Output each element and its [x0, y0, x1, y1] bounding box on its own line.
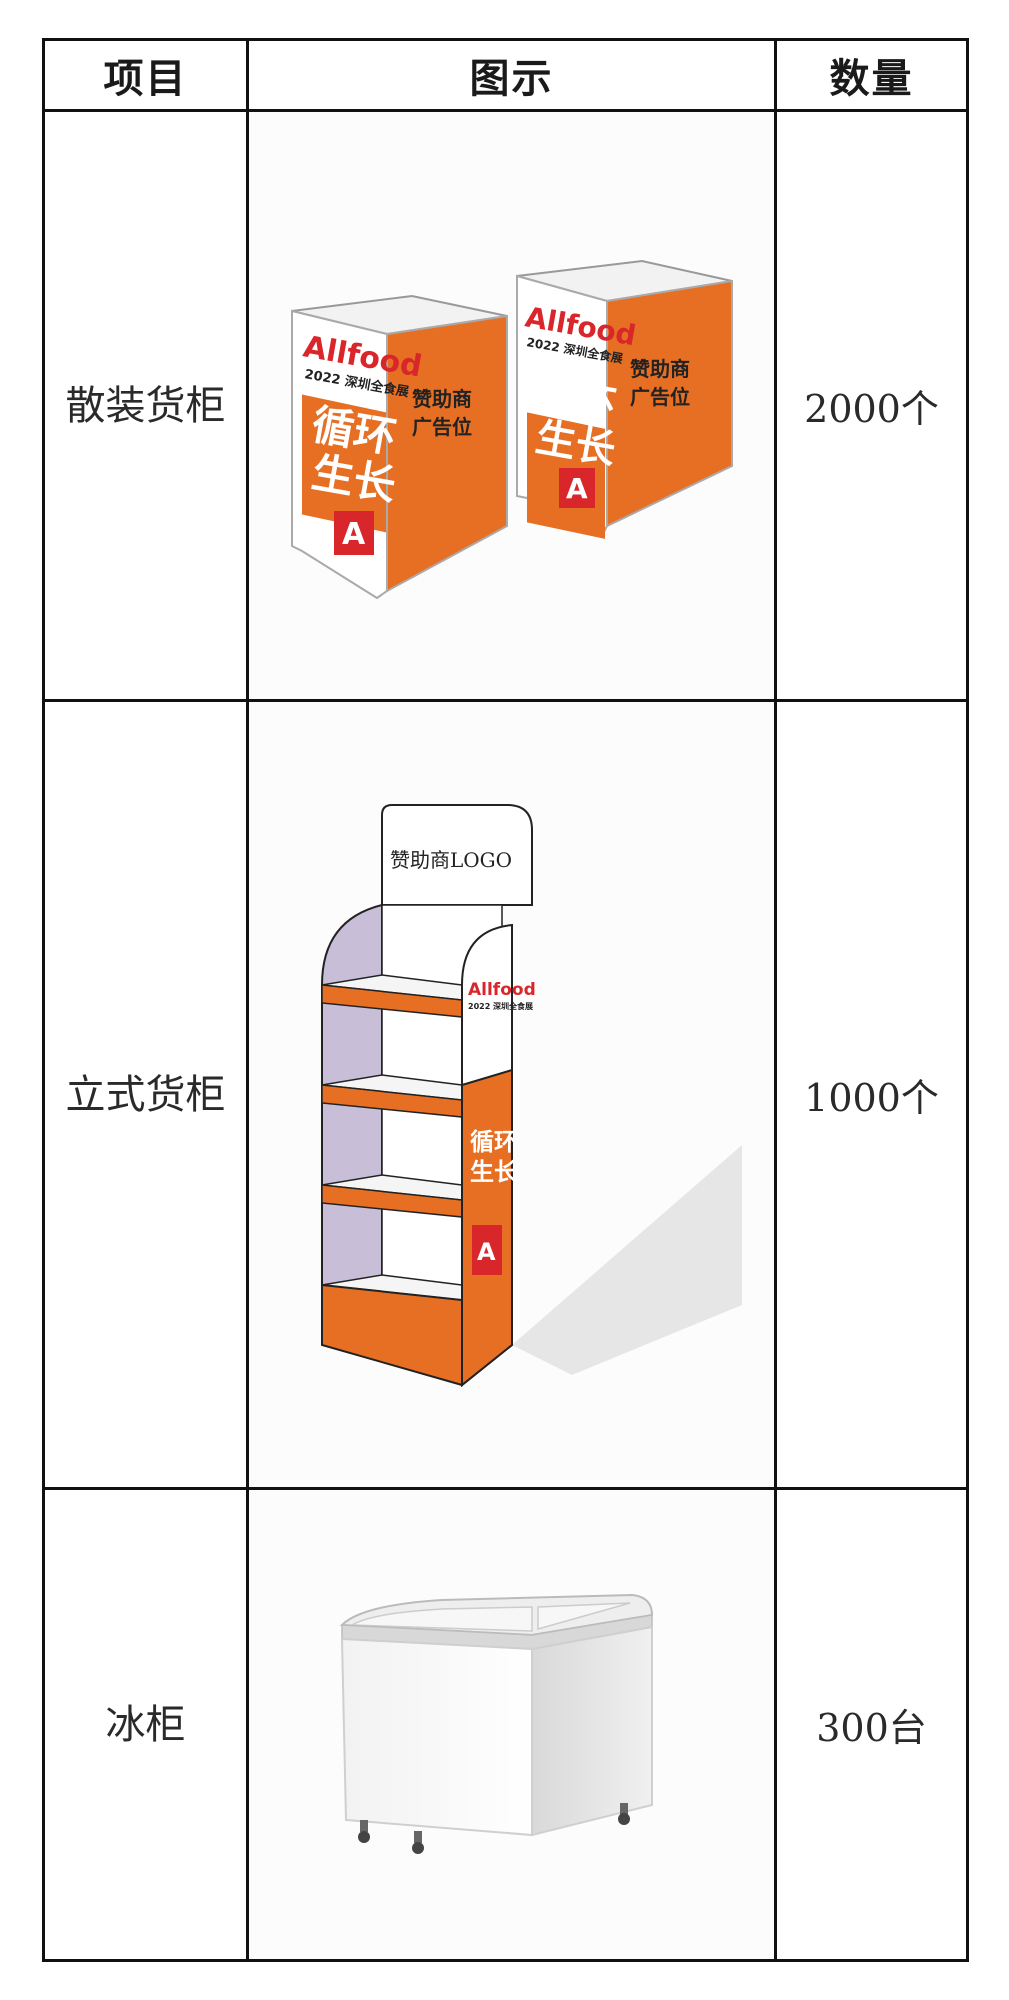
svg-text:A: A: [566, 472, 588, 505]
header-quantity: 数量: [774, 38, 969, 112]
item-name: 立式货柜: [42, 699, 249, 1490]
table-row: 立式货柜 赞助商LOGO: [42, 699, 969, 1490]
bulk-cabinet-left: Allfood 2022 深圳全食展 循环 生长 A 赞助商 广告位: [290, 294, 508, 599]
freezer-illustration: [339, 1593, 653, 1854]
svg-text:赞助商: 赞助商: [411, 387, 472, 411]
bulk-cabinet-right: Allfood 2022 深圳全食展 循环 生长 A 赞助商 广告位: [515, 259, 733, 539]
svg-text:2022 深圳全食展: 2022 深圳全食展: [468, 1001, 533, 1011]
table-row: 散装货柜 Allfood 2022 深圳全食展 循环 生长 A 赞助商 广告位: [42, 109, 969, 702]
svg-text:生长: 生长: [470, 1158, 519, 1186]
svg-text:A: A: [477, 1238, 496, 1266]
header-image: 图示: [246, 38, 777, 112]
item-quantity: 1000个: [774, 699, 969, 1490]
svg-text:广告位: 广告位: [412, 415, 472, 439]
item-quantity: 300台: [774, 1487, 969, 1962]
item-quantity: 2000个: [774, 109, 969, 702]
svg-text:赞助商LOGO: 赞助商LOGO: [390, 848, 512, 872]
freezer-image: [246, 1487, 777, 1962]
bulk-cabinet-illustration: Allfood 2022 深圳全食展 循环 生长 A 赞助商 广告位 Allfo…: [290, 259, 733, 599]
svg-text:A: A: [342, 517, 366, 552]
equipment-table: 项目 图示 数量 散装货柜 Allfood 2022 深圳全食展 循环 生长 A: [42, 38, 969, 1962]
standing-shelf-illustration: 赞助商LOGO Allfood 2022 深圳全食展: [320, 803, 742, 1387]
bulk-cabinet-image: Allfood 2022 深圳全食展 循环 生长 A 赞助商 广告位 Allfo…: [246, 109, 777, 702]
svg-text:广告位: 广告位: [630, 385, 690, 409]
svg-text:赞助商: 赞助商: [629, 357, 690, 381]
standing-shelf-image: 赞助商LOGO Allfood 2022 深圳全食展: [246, 699, 777, 1490]
table-row: 冰柜: [42, 1487, 969, 1962]
header-row: 项目 图示 数量: [42, 38, 969, 112]
item-name: 冰柜: [42, 1487, 249, 1962]
svg-text:Allfood: Allfood: [468, 980, 536, 1000]
header-item: 项目: [42, 38, 249, 112]
item-name: 散装货柜: [42, 109, 249, 702]
svg-text:循环: 循环: [470, 1128, 518, 1156]
